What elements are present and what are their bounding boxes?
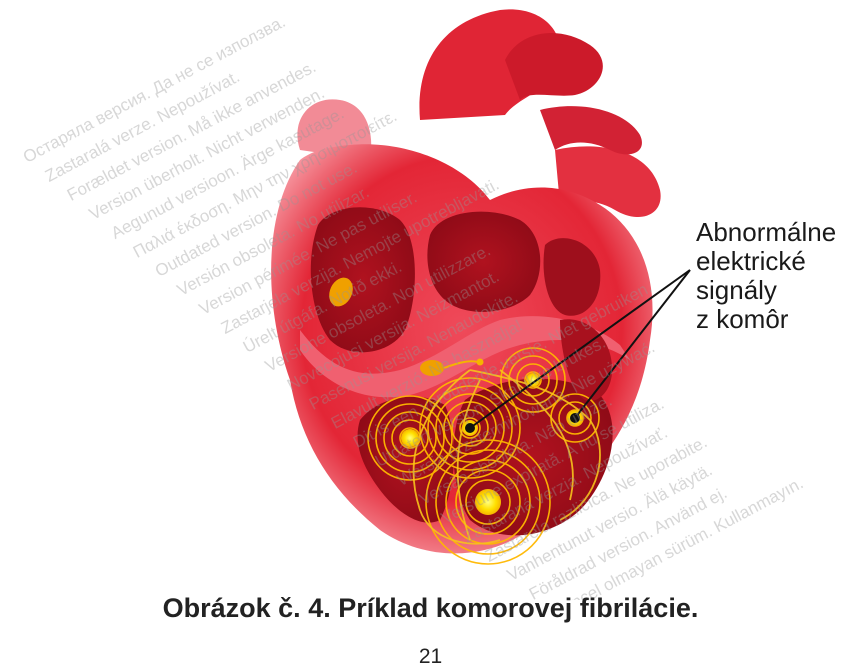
callout-line-4: z komôr (696, 305, 836, 334)
left-ventricle (454, 379, 613, 536)
callout-label: Abnormálne elektrické signály z komôr (696, 218, 836, 334)
figure-caption: Obrázok č. 4. Príklad komorovej fibrilác… (0, 593, 861, 624)
callout-line-2: elektrické (696, 247, 836, 276)
callout-dot-left (465, 423, 475, 433)
page-number: 21 (0, 645, 861, 669)
av-node (420, 360, 444, 376)
callout-line-3: signály (696, 276, 836, 305)
callout-dot-right (570, 413, 580, 423)
callout-line-1: Abnormálne (696, 218, 836, 247)
left-atrium (427, 212, 540, 312)
right-atrium (311, 207, 415, 352)
figure: Abnormálne elektrické signály z komôr (0, 0, 861, 600)
